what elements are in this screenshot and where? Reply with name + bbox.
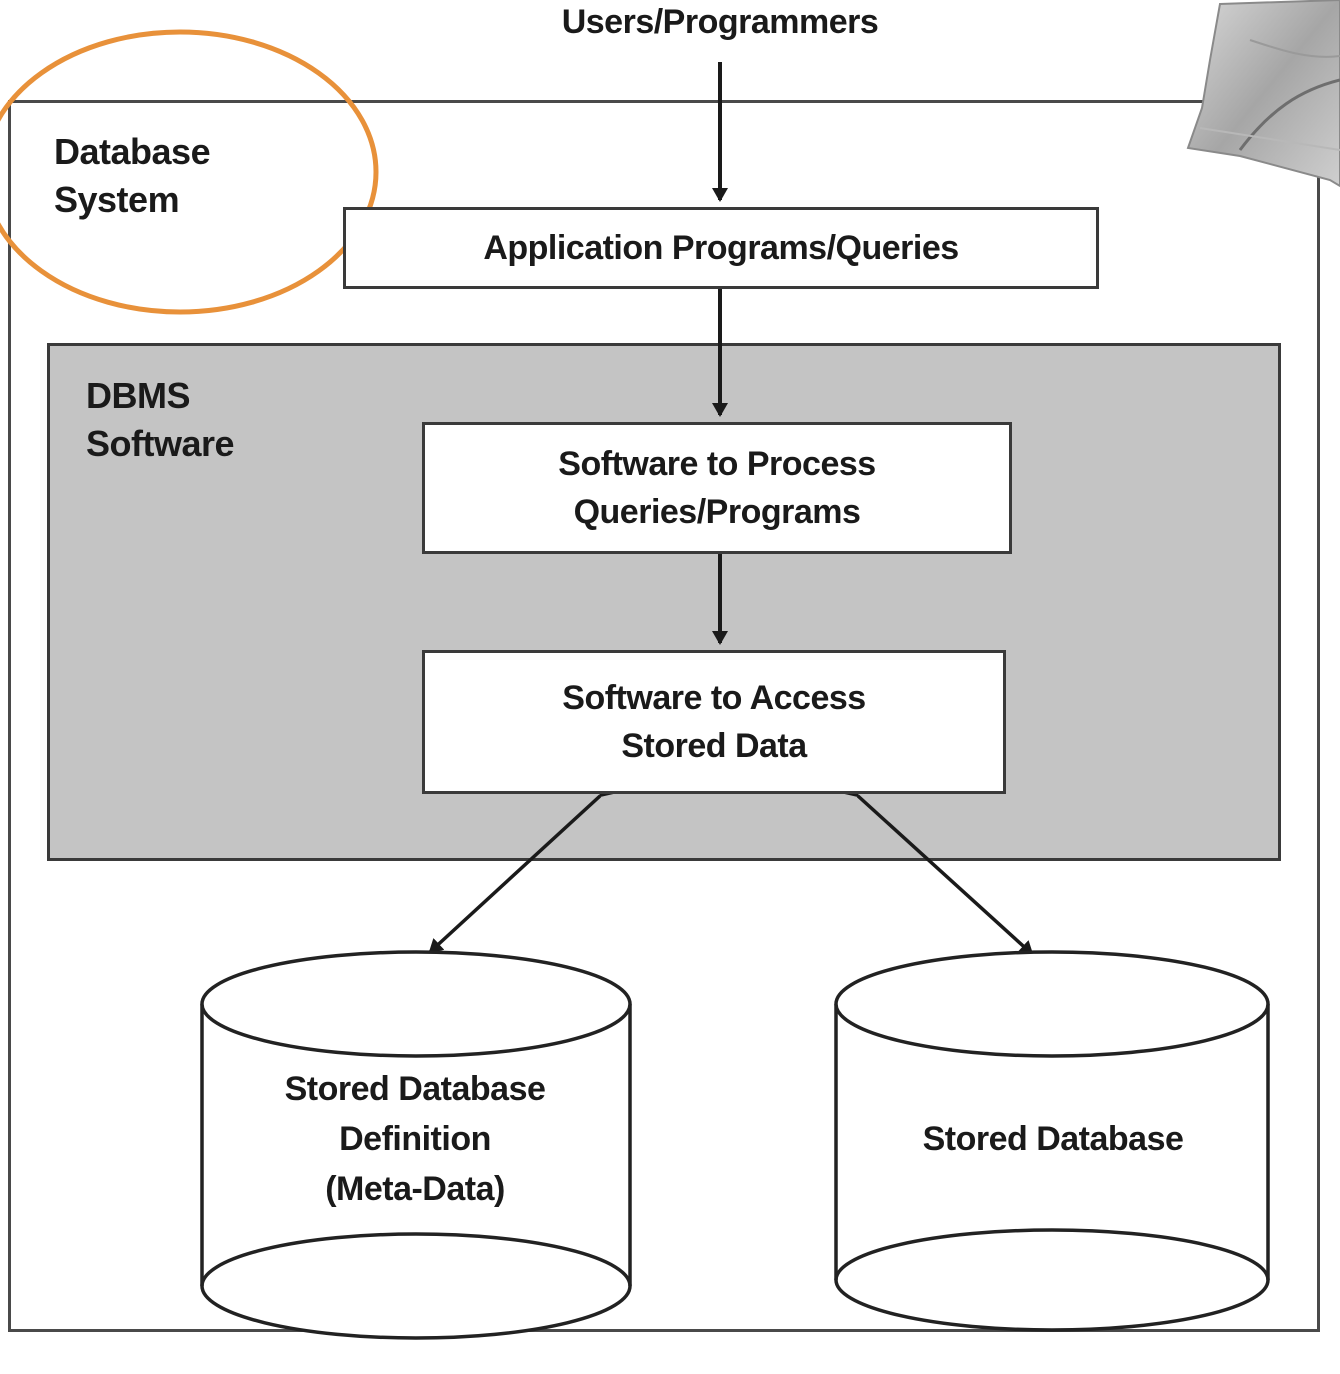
- metadata-line2: Definition: [339, 1120, 491, 1158]
- access-stored-data-box: Software to Access Stored Data: [422, 650, 1006, 794]
- arrow-access-stored: [843, 782, 1034, 956]
- database-system-line2: System: [54, 179, 180, 220]
- stored-database-label: Stored Database: [922, 1120, 1184, 1158]
- metadata-line1: Stored Database: [284, 1070, 546, 1108]
- dbms-label-line1: DBMS: [86, 375, 191, 416]
- metadata-cylinder-icon: [200, 950, 632, 1340]
- dbms-software-label: DBMS Software: [86, 372, 346, 468]
- application-programs-box: Application Programs/Queries: [343, 207, 1099, 289]
- process-line1: Software to Process: [558, 445, 876, 483]
- access-line2: Stored Data: [621, 727, 807, 765]
- highlight-ellipse: [0, 29, 379, 315]
- database-system-label: Database System: [54, 128, 314, 224]
- database-system-line1: Database: [54, 131, 211, 172]
- users-programmers-label: Users/Programmers: [561, 3, 879, 41]
- metadata-db-label: Stored Database Definition (Meta-Data): [205, 1064, 625, 1214]
- process-queries-box: Software to Process Queries/Programs: [422, 422, 1012, 554]
- metadata-line3: (Meta-Data): [325, 1170, 505, 1208]
- stored-database-cylinder-icon: [834, 950, 1270, 1332]
- arrow-access-metadata: [428, 781, 615, 954]
- process-line2: Queries/Programs: [573, 493, 861, 531]
- folded-paper-icon: [1186, 0, 1340, 188]
- dbms-label-line2: Software: [86, 423, 235, 464]
- application-programs-label: Application Programs/Queries: [483, 228, 959, 267]
- access-line1: Software to Access: [562, 679, 866, 717]
